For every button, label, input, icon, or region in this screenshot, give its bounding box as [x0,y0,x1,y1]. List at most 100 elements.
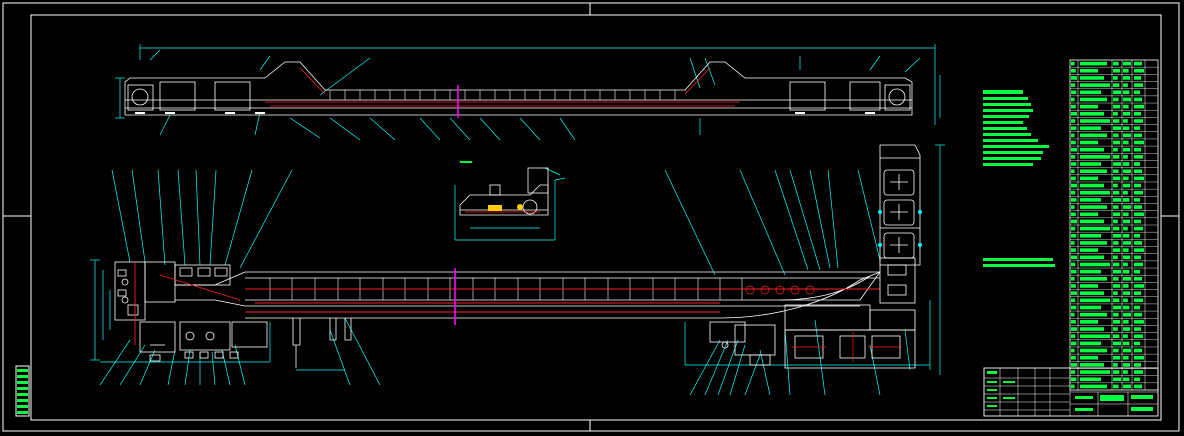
bom-cell-text [1113,348,1119,353]
bom-cell-text [1080,298,1110,303]
top-plan-view [115,44,941,141]
bom-cell-text [1134,83,1143,87]
bom-cell-text [1113,226,1120,231]
bom-cell-text [1134,169,1142,174]
bom-cell-text [1113,83,1120,87]
bom-cell-text [1071,169,1075,174]
bom-cell-text [1113,205,1119,209]
bom-cell-text [1080,241,1107,245]
bom-cell-text [1080,284,1098,288]
bom-cell-text [1080,61,1107,66]
bom-cell-text [1123,104,1129,109]
bom-cell-text [1123,112,1131,116]
bom-cell-text [1071,320,1076,324]
bom-cell-text [1134,112,1141,116]
bom-cell-text [1113,327,1118,331]
bom-cell-text [1134,327,1141,331]
bom-cell-text [1134,305,1140,310]
bom-cell-text [1123,305,1130,310]
bom-cell-text [1071,298,1076,303]
bom-cell-text [1080,327,1104,331]
bom-cell-text [1113,284,1121,288]
bom-cell-text [1123,61,1131,66]
bom-cell-text [1071,241,1075,245]
bom-cell-text [1113,219,1118,224]
bom-cell-text [1080,126,1101,130]
bom-cell-text [1080,162,1101,166]
bom-cell-text [1123,155,1128,159]
bom-cell-text [1113,169,1119,174]
bom-cell-text [1134,212,1144,217]
bom-cell-text [1113,190,1120,195]
bom-cell-text [1071,384,1075,389]
bom-cell-text [1123,298,1128,303]
bom-cell-text [1080,176,1098,181]
bom-cell-text [1071,61,1075,66]
bom-cell-text [1071,97,1075,102]
bom-cell-text [1134,291,1141,295]
bom-cell-text [1123,241,1131,245]
bom-cell-text [1113,269,1121,274]
bom-cell-text [1071,183,1077,188]
bom-cell-text [1123,119,1128,123]
bom-cell-text [1134,226,1143,231]
bom-cell-text [1113,255,1118,260]
bom-cell-text [1123,327,1131,331]
bom-cell-text [1080,341,1101,346]
bom-cell-text [1071,248,1076,252]
bom-cell-text [1113,248,1121,252]
bom-cell-text [1113,320,1121,324]
bom-cell-text [1134,348,1142,353]
bom-cell-text [1134,97,1142,102]
bom-cell-text [1071,104,1076,109]
bom-cell-text [1080,97,1107,102]
bom-cell-text [1113,355,1121,360]
bom-cell-text [1071,140,1076,145]
bom-cell-text [1123,363,1131,367]
bom-cell-text [1071,76,1077,80]
bom-cell-text [1113,112,1118,116]
bom-cell-text [1080,363,1104,367]
bom-cell-text [1071,262,1076,267]
bom-cell-text [1071,355,1076,360]
bom-cell-text [1080,147,1104,152]
bom-cell-text [1080,305,1101,310]
bom-cell-text [1080,212,1098,217]
bom-cell-text [1071,147,1077,152]
bom-cell-text [1071,327,1077,331]
side-stamp [15,365,30,417]
bom-cell-text [1134,104,1144,109]
bom-cell-text [1123,90,1130,95]
bom-cell-text [1071,119,1076,123]
bom-cell-text [1113,363,1118,367]
bom-cell-text [1080,255,1104,260]
bom-cell-text [1080,269,1101,274]
parts-list [1069,59,1159,391]
bom-cell-text [1071,363,1077,367]
bom-cell-text [1071,377,1077,382]
bom-cell-text [1113,147,1118,152]
bom-cell-text [1113,97,1119,102]
bom-cell-text [1123,233,1130,238]
bom-cell-text [1134,384,1142,389]
bom-cell-text [1080,190,1110,195]
bom-cell-text [1134,255,1141,260]
bom-cell-text [1134,205,1142,209]
bom-cell-text [1071,155,1076,159]
bom-cell-text [1123,348,1131,353]
bom-cell-text [1123,312,1131,317]
bom-cell-text [1123,262,1128,267]
bom-cell-text [1113,341,1121,346]
bom-cell-text [1134,68,1144,73]
bom-cell-text [1123,190,1128,195]
bom-cell-text [1071,162,1077,166]
bom-cell-text [1071,83,1076,87]
bom-cell-text [1123,377,1130,382]
bom-cell-text [1071,277,1075,281]
bom-cell-text [1071,269,1077,274]
bom-cell-text [1113,176,1121,181]
bom-cell-text [1123,126,1130,130]
bom-cell-text [1071,341,1077,346]
bom-cell-text [1080,370,1110,374]
bom-cell-text [1113,334,1120,339]
